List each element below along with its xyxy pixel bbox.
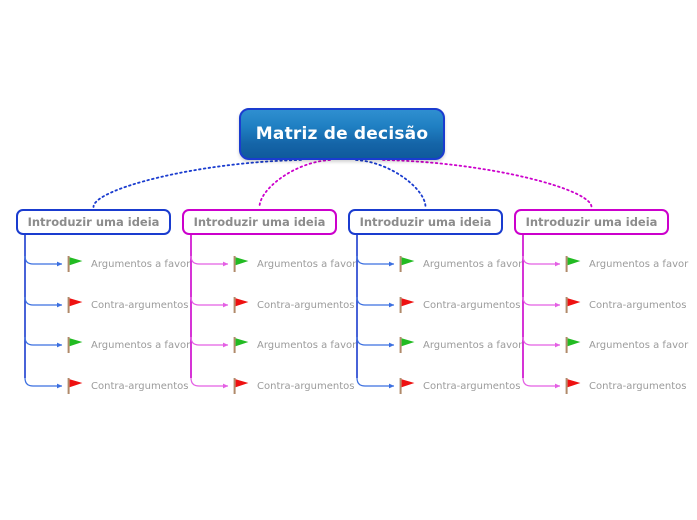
flag-green-icon: [398, 255, 416, 273]
branch-node-4[interactable]: Introduzir uma ideia: [514, 209, 669, 235]
leaf-label: Argumentos a favor: [589, 258, 689, 270]
leaf-connector: [190, 377, 229, 389]
leaf-label: Argumentos a favor: [257, 258, 357, 270]
branch-node-label: Introduzir uma ideia: [525, 215, 658, 229]
leaf-connector: [522, 336, 561, 348]
root-node[interactable]: Matriz de decisão: [239, 108, 445, 160]
leaf-label: Argumentos a favor: [91, 339, 191, 351]
leaf-connector: [24, 377, 63, 389]
leaf-item[interactable]: Argumentos a favor: [232, 254, 356, 274]
leaf-label: Argumentos a favor: [91, 258, 191, 270]
flag-red-icon: [232, 296, 250, 314]
leaf-connector: [356, 336, 395, 348]
branch-node-label: Introduzir uma ideia: [359, 215, 492, 229]
root-branch-connector-1: [92, 159, 302, 208]
flag-red-icon: [232, 377, 250, 395]
leaf-connector: [190, 336, 229, 348]
flag-green-icon: [564, 336, 582, 354]
leaf-connector: [356, 296, 395, 308]
leaf-item[interactable]: Argumentos a favor: [564, 254, 688, 274]
leaf-item[interactable]: Argumentos a favor: [398, 335, 522, 355]
flag-red-icon: [66, 296, 84, 314]
flag-red-icon: [398, 296, 416, 314]
leaf-item[interactable]: Argumentos a favor: [398, 254, 522, 274]
leaf-label: Contra-argumentos: [91, 380, 189, 392]
leaf-label: Argumentos a favor: [589, 339, 689, 351]
leaf-connector: [24, 255, 63, 267]
flag-red-icon: [66, 377, 84, 395]
leaf-label: Argumentos a favor: [257, 339, 357, 351]
root-branch-connector-2: [258, 159, 331, 208]
leaf-item[interactable]: Contra-argumentos: [564, 376, 686, 396]
leaf-label: Argumentos a favor: [423, 339, 523, 351]
flag-green-icon: [66, 336, 84, 354]
leaf-item[interactable]: Contra-argumentos: [66, 295, 188, 315]
flag-red-icon: [564, 377, 582, 395]
branch-node-label: Introduzir uma ideia: [193, 215, 326, 229]
leaf-connector: [356, 255, 395, 267]
leaf-connector: [356, 377, 395, 389]
leaf-connector: [190, 255, 229, 267]
leaf-connector: [190, 296, 229, 308]
flag-red-icon: [398, 377, 416, 395]
leaf-item[interactable]: Contra-argumentos: [398, 376, 520, 396]
leaf-label: Contra-argumentos: [423, 299, 521, 311]
leaf-connector: [522, 255, 561, 267]
leaf-connector: [522, 296, 561, 308]
branch-node-label: Introduzir uma ideia: [27, 215, 160, 229]
leaf-item[interactable]: Contra-argumentos: [564, 295, 686, 315]
leaf-label: Contra-argumentos: [423, 380, 521, 392]
leaf-item[interactable]: Argumentos a favor: [66, 335, 190, 355]
leaf-item[interactable]: Contra-argumentos: [398, 295, 520, 315]
leaf-item[interactable]: Argumentos a favor: [564, 335, 688, 355]
leaf-item[interactable]: Argumentos a favor: [232, 335, 356, 355]
leaf-item[interactable]: Contra-argumentos: [232, 295, 354, 315]
root-branch-connector-4: [382, 159, 593, 208]
leaf-connector: [522, 377, 561, 389]
branch-node-3[interactable]: Introduzir uma ideia: [348, 209, 503, 235]
leaf-item[interactable]: Contra-argumentos: [66, 376, 188, 396]
branch-node-1[interactable]: Introduzir uma ideia: [16, 209, 171, 235]
leaf-item[interactable]: Contra-argumentos: [232, 376, 354, 396]
leaf-connector: [24, 336, 63, 348]
leaf-label: Contra-argumentos: [589, 380, 687, 392]
flag-green-icon: [232, 255, 250, 273]
leaf-connector: [24, 296, 63, 308]
branch-node-2[interactable]: Introduzir uma ideia: [182, 209, 337, 235]
leaf-label: Contra-argumentos: [91, 299, 189, 311]
flag-green-icon: [232, 336, 250, 354]
flag-green-icon: [66, 255, 84, 273]
leaf-label: Contra-argumentos: [257, 299, 355, 311]
root-node-label: Matriz de decisão: [255, 124, 429, 144]
leaf-label: Argumentos a favor: [423, 258, 523, 270]
flag-green-icon: [564, 255, 582, 273]
leaf-label: Contra-argumentos: [257, 380, 355, 392]
root-branch-connector-3: [355, 159, 427, 208]
leaf-item[interactable]: Argumentos a favor: [66, 254, 190, 274]
flag-green-icon: [398, 336, 416, 354]
flag-red-icon: [564, 296, 582, 314]
leaf-label: Contra-argumentos: [589, 299, 687, 311]
